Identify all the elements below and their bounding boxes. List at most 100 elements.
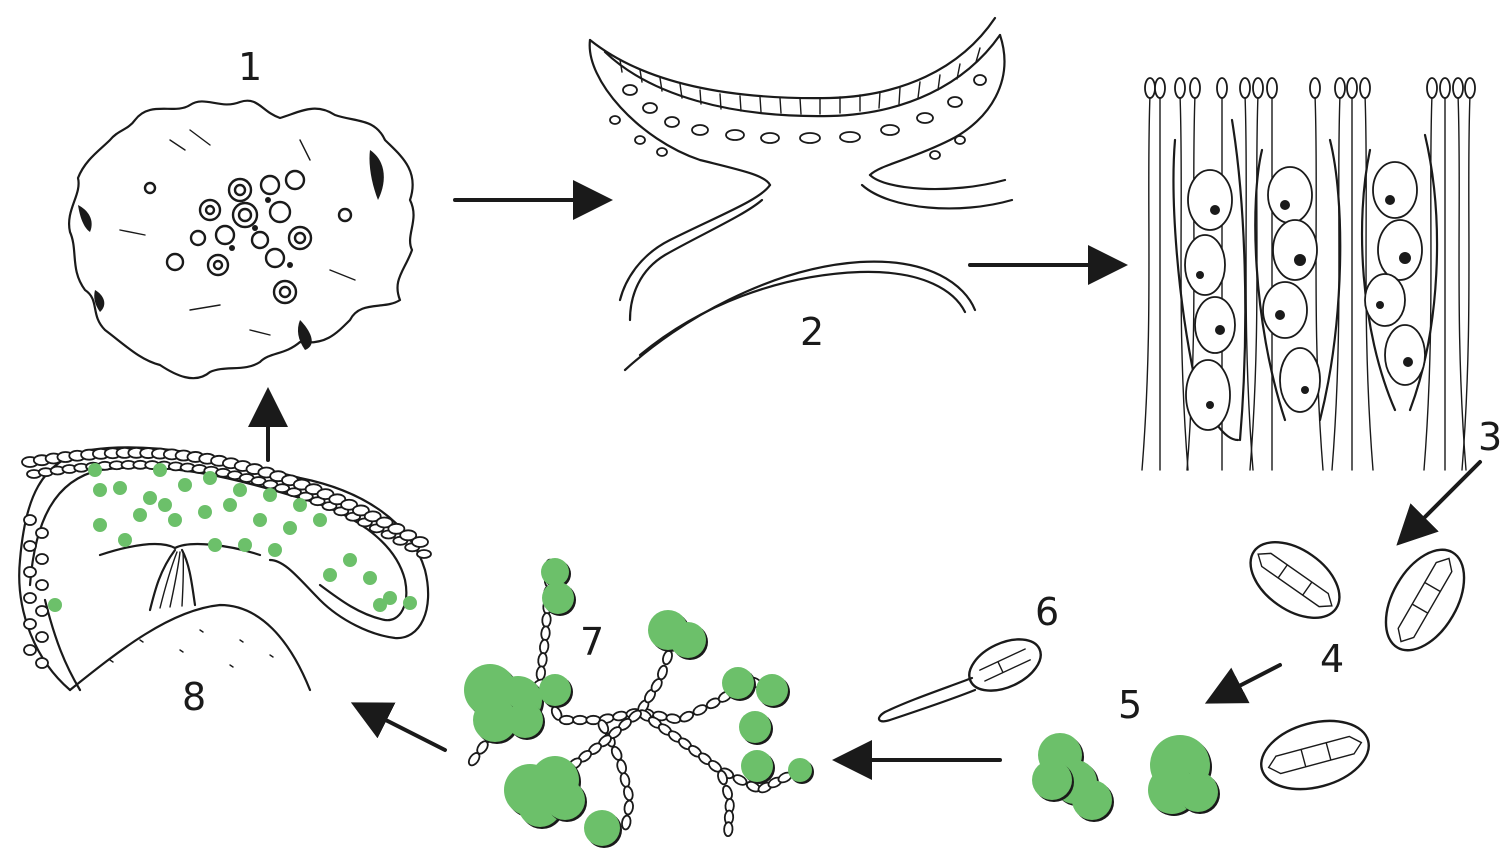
algal-cell <box>153 463 167 477</box>
cortex-cell <box>36 658 48 668</box>
paraphysis <box>1245 95 1253 470</box>
algal-cell <box>722 667 754 699</box>
thallus-drawing <box>69 101 413 379</box>
apothecia-cluster <box>145 171 351 303</box>
algal-cell <box>507 702 543 738</box>
cortex-cell <box>36 632 48 642</box>
algal-cell <box>293 498 307 512</box>
algal-cell <box>343 553 357 567</box>
algal-cell <box>233 483 247 497</box>
algal-cell <box>263 488 277 502</box>
algal-cell <box>373 598 387 612</box>
algal-cell <box>323 568 337 582</box>
hyphae-with-algae-drawing <box>464 558 814 848</box>
hypha-cell <box>616 759 628 775</box>
paraphysis-tip <box>1253 78 1263 98</box>
thallus-cross-section-drawing <box>19 447 431 690</box>
stage-label-8: 8 <box>182 675 206 719</box>
algal-cell <box>168 513 182 527</box>
paraphysis-tip <box>1145 78 1155 98</box>
hypha-cell <box>621 815 632 830</box>
hypha-cell <box>573 716 587 724</box>
stage-label-7: 7 <box>580 620 604 664</box>
algal-cell <box>93 518 107 532</box>
stage-label-4: 4 <box>1320 637 1344 681</box>
cortex-cell <box>412 537 428 547</box>
paraphysis <box>1142 95 1150 470</box>
algal-cell <box>539 674 571 706</box>
hypha-cell <box>623 800 634 815</box>
algal-cell <box>739 711 771 743</box>
paraphysis-tip <box>1240 78 1250 98</box>
cortex-cell <box>24 567 36 577</box>
hypha-cell <box>542 613 551 628</box>
algal-cell <box>48 598 62 612</box>
germinating-spore-drawing <box>879 629 1049 721</box>
algal-cell <box>1178 772 1218 812</box>
algal-cell <box>268 543 282 557</box>
free-algal-cells-drawing <box>1032 733 1220 822</box>
paraphysis-tip <box>1440 78 1450 98</box>
hypha-cell <box>560 716 574 724</box>
cycle-arrows <box>268 200 1480 760</box>
arrow-3-to-4 <box>1402 462 1480 540</box>
algal-cell <box>541 558 569 586</box>
cortex-cell <box>24 541 36 551</box>
paraphysis <box>1180 95 1188 470</box>
paraphysis-tip <box>1427 78 1437 98</box>
algal-cell <box>223 498 237 512</box>
algal-cell <box>313 513 327 527</box>
paraphysis-tip <box>1217 78 1227 98</box>
hypha-cell <box>541 626 550 641</box>
algal-cell <box>143 491 157 505</box>
algal-cell <box>203 471 217 485</box>
algal-cell <box>158 498 172 512</box>
algal-cell <box>208 538 222 552</box>
paraphysis <box>1458 95 1466 470</box>
paraphysis-tip <box>1190 78 1200 98</box>
hypha-cell <box>661 650 673 666</box>
hypha-cell <box>666 713 681 724</box>
algal-cell <box>1072 780 1112 820</box>
arrow-7-to-8 <box>358 706 445 750</box>
algal-cell <box>584 810 620 846</box>
paraphysis-tip <box>1347 78 1357 98</box>
hypha-cell <box>537 653 547 668</box>
paraphysis-tip <box>1175 78 1185 98</box>
arrow-4-to-5 <box>1212 665 1280 700</box>
algal-cell <box>403 596 417 610</box>
algal-cell <box>741 750 773 782</box>
cortex-cell <box>36 554 48 564</box>
cortex-cell <box>417 550 431 558</box>
algal-cell <box>788 758 812 782</box>
cortex-cell <box>24 593 36 603</box>
algal-cell <box>198 505 212 519</box>
hypha-cell <box>692 703 708 717</box>
algal-cell <box>1032 760 1072 800</box>
cortex-cell <box>24 645 36 655</box>
cortex-cell <box>24 619 36 629</box>
hypha-cell <box>721 785 733 801</box>
paraphysis-tip <box>1360 78 1370 98</box>
algal-cell <box>545 780 585 820</box>
algal-cell <box>93 483 107 497</box>
paraphysis-tip <box>1465 78 1475 98</box>
hypha-cell <box>619 772 631 788</box>
hypha-cell <box>467 751 482 767</box>
cortex-cell <box>24 515 36 525</box>
algal-cell <box>283 521 297 535</box>
algal-cell <box>238 538 252 552</box>
stage-label-2: 2 <box>800 310 824 354</box>
algal-cell <box>542 582 574 614</box>
paraphysis-tip <box>1453 78 1463 98</box>
paraphysis <box>1462 95 1470 470</box>
algal-layer-cells-2 <box>610 75 986 159</box>
algal-cell <box>670 622 706 658</box>
hypha-cell <box>679 710 695 724</box>
algal-cell <box>178 478 192 492</box>
cortex-cell <box>36 528 48 538</box>
hypha-cell <box>623 786 635 802</box>
algal-cell <box>253 513 267 527</box>
algal-cell <box>363 571 377 585</box>
